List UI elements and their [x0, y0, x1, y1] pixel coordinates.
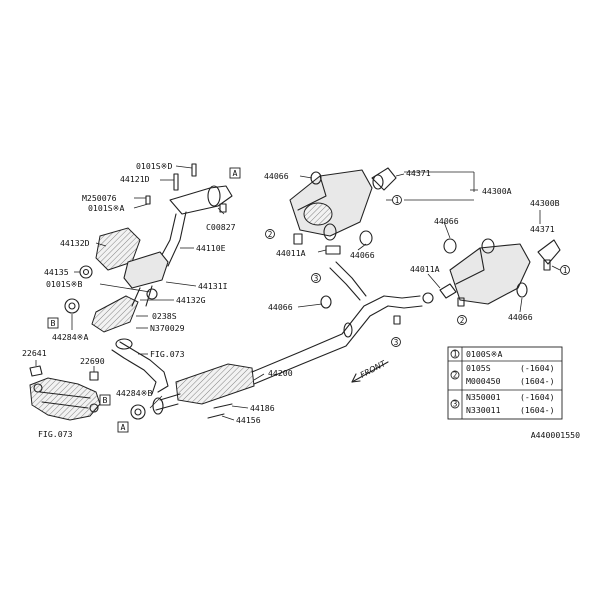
label-N370029: N370029: [150, 323, 185, 333]
callout-number: 3: [394, 338, 399, 347]
label-44284-B: 44284※B: [116, 388, 153, 398]
callout-number: 2: [268, 230, 273, 239]
label-44011A-left: 44011A: [276, 248, 306, 258]
label-44066-muffler: 44066: [350, 250, 375, 260]
front-direction-arrow: FRONT: [351, 358, 389, 383]
legend-row-3: 3 N350001 (-1604) N330011 (1604-): [450, 392, 555, 415]
legend-part: N330011: [466, 405, 501, 415]
ref-box-a-upper: A: [229, 167, 241, 179]
callout-1-right: 1: [560, 265, 570, 275]
label-44066-lower: 44066: [508, 312, 533, 322]
front-pipe-lower: [111, 338, 169, 395]
front-label: FRONT: [359, 358, 388, 379]
callout-number: 1: [563, 266, 568, 275]
legend-range: (1604-): [520, 405, 555, 415]
callout-3-upper: 3: [311, 273, 321, 283]
label-44284-A: 44284※A: [52, 332, 89, 342]
hanger-44066-right: [443, 238, 528, 298]
bolts-44186-44156: [207, 403, 233, 419]
label-44131I: 44131I: [198, 281, 228, 291]
ref-box-letter: B: [103, 395, 108, 405]
label-44066-center: 44066: [268, 302, 293, 312]
label-fig073-left: FIG.073: [38, 429, 73, 439]
label-0101S-A: 0101S※A: [88, 203, 125, 213]
bolts-left: [145, 163, 227, 213]
legend-range: (-1604): [520, 363, 555, 373]
bolts-right: [293, 233, 551, 325]
callout-2-lower: 2: [457, 315, 467, 325]
legend-part: M000450: [466, 376, 501, 386]
legend-row-1: 1 0100S※A: [450, 349, 503, 359]
callout-1-upper: 1: [386, 195, 402, 205]
ref-box-b-lower: B: [99, 394, 111, 406]
legend-part: 0105S: [466, 363, 491, 373]
label-22690: 22690: [80, 356, 105, 366]
ref-box-a-lower: A: [117, 421, 129, 433]
gasket-44284B: [130, 404, 146, 420]
label-44066-right: 44066: [434, 216, 459, 226]
ref-box-b-left: B: [47, 317, 59, 329]
figure-code: A440001550: [531, 430, 580, 440]
label-44066-upper: 44066: [264, 171, 289, 181]
label-44011A-right: 44011A: [410, 264, 440, 274]
label-M250076: M250076: [82, 193, 117, 203]
ref-box-letter: A: [121, 422, 126, 432]
callout-number: 3: [314, 274, 319, 283]
label-0101S-B: 0101S※B: [46, 279, 83, 289]
label-44132G: 44132G: [176, 295, 206, 305]
legend-callout: 1: [453, 350, 458, 359]
label-44186: 44186: [250, 403, 275, 413]
heat-shield-44132G: [91, 295, 139, 333]
label-44110E: 44110E: [196, 243, 226, 253]
leader-lines: [71, 165, 561, 421]
ref-box-letter: B: [51, 318, 56, 328]
front-pipe-44110E: [123, 185, 233, 307]
label-44132D: 44132D: [60, 238, 90, 248]
label-44200: 44200: [268, 368, 293, 378]
legend-range: (1604-): [520, 376, 555, 386]
part-labels: 0101S※D 44121D M250076 0101S※A 44132D 44…: [22, 161, 560, 439]
exhaust-manifold: [29, 377, 101, 421]
callout-3-lower: 3: [391, 337, 401, 347]
o2-sensor-22690: [89, 366, 99, 381]
callout-number: 1: [395, 196, 400, 205]
label-44300A: 44300A: [482, 186, 512, 196]
legend-row-2: 2 0105S (-1604) M000450 (1604-): [450, 363, 555, 386]
label-C00827: C00827: [206, 222, 236, 232]
tail-tip-44371-a: [371, 167, 397, 191]
o2-sensor-22641: [29, 360, 43, 377]
label-44371-upper: 44371: [406, 168, 431, 178]
hanger-44066-center: [320, 295, 332, 309]
legend-part: N350001: [466, 392, 501, 402]
legend-callout: 2: [453, 371, 458, 380]
label-0101S-D: 0101S※D: [136, 161, 173, 171]
callout-number: 2: [460, 316, 465, 325]
clamp-44011A: [325, 245, 457, 299]
legend-range: (-1604): [520, 392, 555, 402]
callout-2-upper: 2: [265, 229, 275, 239]
muffler-44300A: [289, 169, 373, 241]
label-44371-right: 44371: [530, 224, 555, 234]
label-fig073-right: FIG.073: [150, 349, 185, 359]
label-44121D: 44121D: [120, 174, 150, 184]
legend-table: 1 0100S※A 2 0105S (-1604) M000450 (1604-…: [447, 346, 563, 420]
label-22641: 22641: [22, 348, 47, 358]
catalytic-converter: [152, 363, 255, 415]
label-44156: 44156: [236, 415, 261, 425]
y-pipe-branches: [329, 261, 434, 309]
ref-box-letter: A: [233, 168, 238, 178]
label-44300B: 44300B: [530, 198, 560, 208]
legend-part: 0100S※A: [466, 349, 503, 359]
label-0238S: 0238S: [152, 311, 177, 321]
label-44135: 44135: [44, 267, 69, 277]
legend-callout: 3: [453, 400, 458, 409]
muffler-44300B: [449, 238, 531, 305]
center-pipe-44200: [251, 295, 389, 385]
